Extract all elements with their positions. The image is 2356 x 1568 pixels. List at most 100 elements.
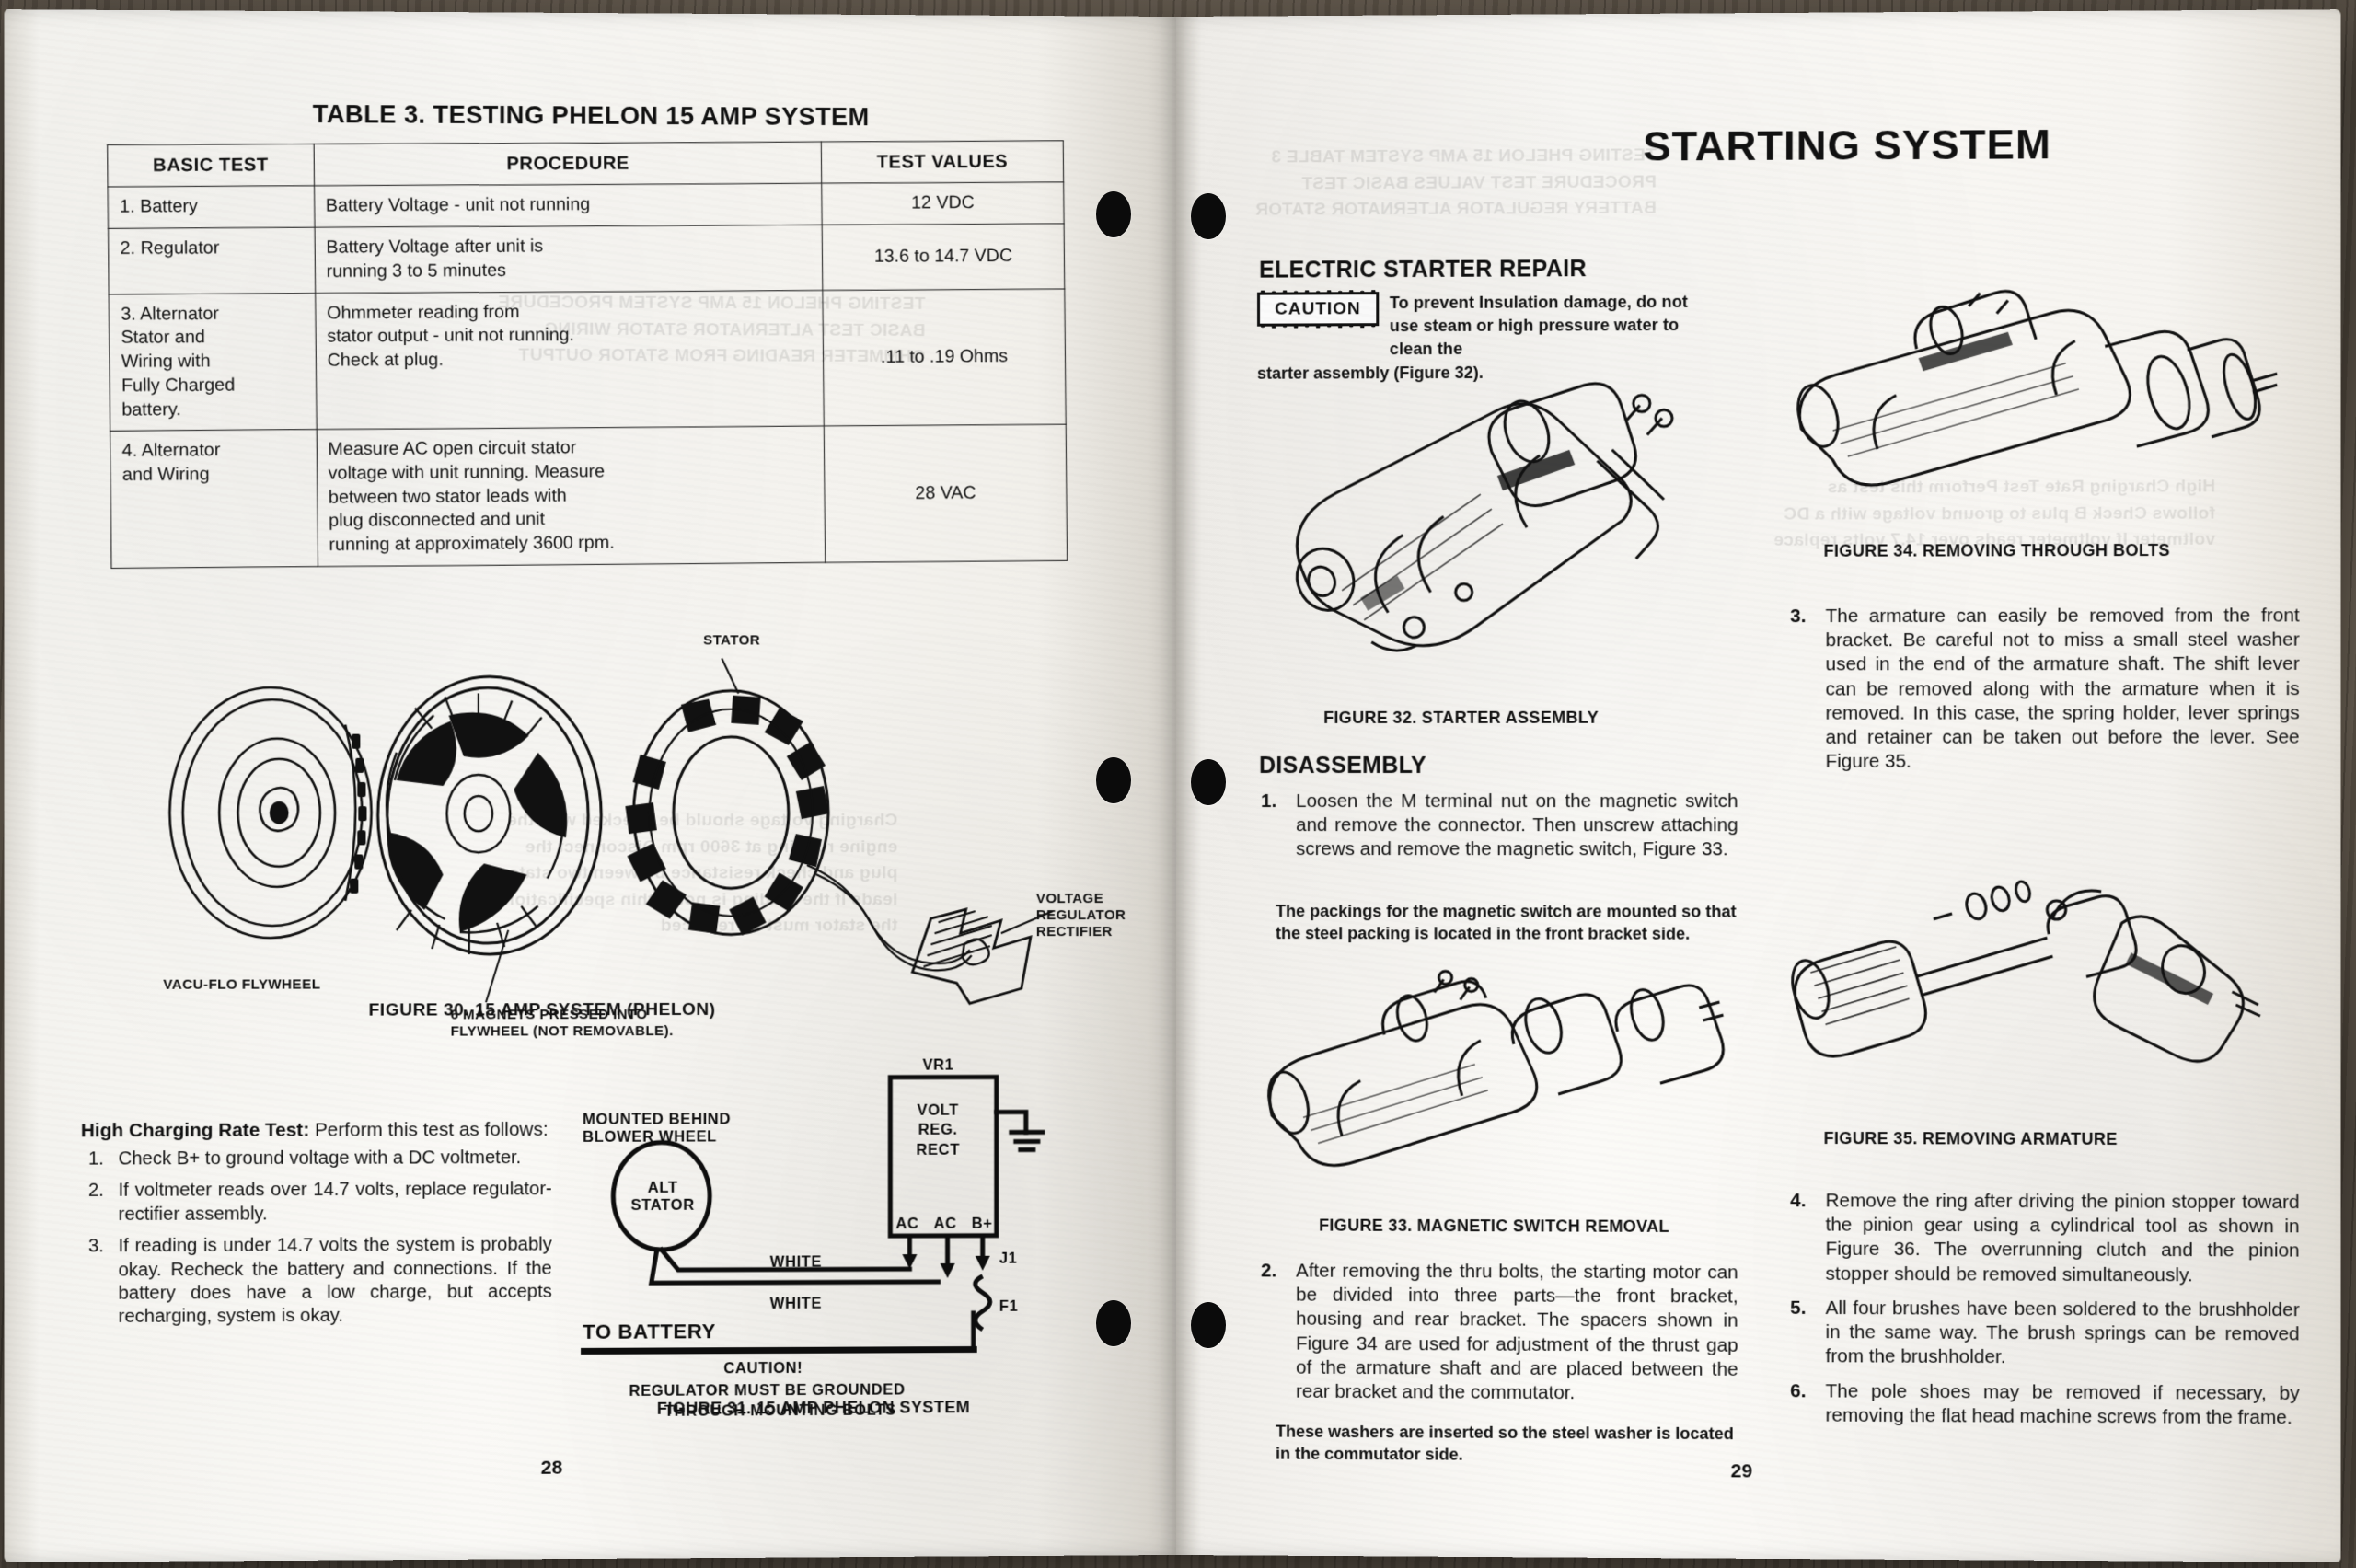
step-number: 6. [1790,1379,1807,1402]
list-item: 2.After removing the thru bolts, the sta… [1257,1259,1738,1406]
cell-test-value: 13.6 to 14.7 VDC [821,224,1065,291]
open-book: TESTING PHELON 15 AMP SYSTEM PROCEDURE B… [4,9,2341,1562]
page-number-right: 29 [1730,1460,1753,1482]
punch-hole [1191,193,1226,239]
label-stator: STATOR [703,632,761,649]
cell-basic-test: 2. Regulator [108,227,316,294]
step-number: 4. [1790,1190,1807,1212]
punch-hole [1191,1302,1226,1348]
label-white-2: WHITE [769,1295,823,1312]
table-row: 1. Battery Battery Voltage - unit not ru… [108,182,1065,229]
hcrt-heading-rest: Perform this test as follows: [309,1118,549,1141]
step-text: Check B+ to ground voltage with a DC vol… [118,1147,522,1170]
punch-hole [1191,759,1226,805]
figure-32-starter-assembly-art [1250,364,1731,707]
right-column-steps-4-6: 4. Remove the ring after driving the pini… [1786,1189,2300,1440]
step-text: Remove the ring after driving the pinion… [1825,1190,2300,1286]
disassembly-steps-col2a: 3. The armature can easily be removed fro… [1786,604,2300,774]
list-item: 5.All four brushes have been soldered to… [1786,1297,2300,1372]
step-text: Loosen the M terminal nut on the magneti… [1296,790,1738,860]
step-number: 3. [87,1236,104,1257]
figure-34-removing-through-bolts-art [1777,288,2281,530]
page-right-content: TESTING PHELON 15 AMP SYSTEM TABLE 3 PRO… [1176,9,2340,1562]
disassembly-note-1: The packings for the magnetic switch are… [1276,902,1737,943]
list-item: 1. Check B+ to ground voltage with a DC v… [81,1147,552,1171]
table-title: TABLE 3. TESTING PHELON 15 AMP SYSTEM [312,99,870,132]
figure-30-caption: FIGURE 30. 15 AMP SYSTEM (PHELON) [368,999,716,1020]
disassembly-steps-col2b: 4. Remove the ring after driving the pini… [1786,1189,2300,1430]
label-mounted-behind-blower-wheel: MOUNTED BEHIND BLOWER WHEEL [583,1111,732,1147]
list-item: 3. The armature can easily be removed fro… [1786,604,2300,774]
cell-test-value: 28 VAC [824,424,1068,563]
step-number: 5. [1790,1297,1807,1319]
label-volt-reg-rect: VOLT REG. RECT [916,1101,960,1159]
hcrt-steps: 1. Check B+ to ground voltage with a DC v… [81,1147,552,1330]
hcrt-heading-bold: High Charging Rate Test: [80,1119,310,1142]
testing-table: BASIC TEST PROCEDURE TEST VALUES 1. Batt… [107,140,1068,569]
wiring-diagram [564,1056,1082,1427]
cell-basic-test: 3. Alternator Stator and Wiring with Ful… [109,293,317,432]
step-text: The armature can easily be removed from … [1825,605,2300,773]
cell-test-value: .11 to .19 Ohms [822,288,1067,427]
step-text: If reading is under 14.7 volts the syste… [118,1234,552,1328]
label-j1: J1 [999,1250,1018,1267]
list-item: 1. Loosen the M terminal nut on the magne… [1257,790,1738,862]
figure-33-magnetic-switch-removal-art [1250,964,1731,1215]
section-heading-disassembly: DISASSEMBLY [1259,752,1427,778]
figure-32-caption: FIGURE 32. STARTER ASSEMBLY [1323,708,1599,727]
list-item: 6. The pole shoes may be removed if neces… [1786,1379,2300,1431]
page-number-left: 28 [540,1457,563,1479]
disassembly-steps-col1b: 2.After removing the thru bolts, the sta… [1257,1259,1738,1406]
caution-text: To prevent Insulation damage, do not use… [1389,292,1689,358]
figure-35-removing-armature-art [1777,872,2281,1124]
alternator-exploded-diagram [117,604,1064,1021]
section-heading-electric-starter-repair: ELECTRIC STARTER REPAIR [1259,256,1587,283]
step-number: 1. [87,1148,104,1170]
label-to-battery: TO BATTERY [583,1320,716,1343]
step-text: After removing the thru bolts, the start… [1296,1260,1738,1404]
punch-hole [1096,191,1131,237]
list-item: 3. If reading is under 14.7 volts the sys… [81,1234,552,1330]
page-left-content: TESTING PHELON 15 AMP SYSTEM PROCEDURE B… [4,9,1176,1562]
step-text: The pole shoes may be removed if necessa… [1825,1379,2300,1429]
step-number: 1. [1261,790,1277,813]
step-text: If voltmeter reads over 14.7 volts, repl… [118,1179,552,1225]
right-column-step-3: 3. The armature can easily be removed fro… [1786,604,2300,784]
cell-basic-test: 4. Alternator and Wiring [110,429,318,569]
cell-basic-test: 1. Battery [108,186,315,229]
label-vr1: VR1 [922,1056,954,1074]
figure-30-artwork: VACU-FLO FLYWHEEL STATOR 6 MAGNETS PRESS… [117,604,1126,1039]
label-ac-1: AC [895,1215,919,1233]
label-caution: CAUTION! [723,1359,803,1378]
disassembly-step-2-wrap: 2.After removing the thru bolts, the sta… [1257,1259,1738,1416]
label-vacu-flo-flywheel: VACU-FLO FLYWHEEL [163,976,321,993]
step-number: 3. [1790,605,1807,628]
cell-procedure: Measure AC open circuit stator voltage w… [316,426,826,567]
figure-35-caption: FIGURE 35. REMOVING ARMATURE [1823,1128,2118,1148]
high-charging-rate-test: High Charging Rate Test: Perform this te… [81,1119,552,1338]
list-item: 4. Remove the ring after driving the pini… [1786,1189,2300,1288]
cell-procedure: Battery Voltage after unit is running 3 … [314,225,823,294]
page-right: TESTING PHELON 15 AMP SYSTEM TABLE 3 PRO… [1176,9,2341,1562]
label-f1: F1 [999,1297,1019,1315]
disassembly-step-1-wrap: 1. Loosen the M terminal nut on the magne… [1257,790,1738,872]
cell-procedure: Ohmmeter reading from stator output - un… [315,290,825,430]
figure-33-caption: FIGURE 33. MAGNETIC SWITCH REMOVAL [1319,1216,1669,1236]
label-voltage-regulator-rectifier: VOLTAGE REGULATOR RECTIFIER [1035,891,1126,940]
label-b-plus: B+ [971,1215,993,1232]
label-white-1: WHITE [769,1253,823,1271]
punch-hole [1096,1300,1131,1346]
disassembly-steps-col1a: 1. Loosen the M terminal nut on the magne… [1257,790,1738,862]
table-row: 2. Regulator Battery Voltage after unit … [108,224,1065,294]
table-row: 3. Alternator Stator and Wiring with Ful… [109,288,1067,432]
label-ac-2: AC [933,1215,957,1232]
figure-31-caption: FIGURE 31. 15 AMP PHELON SYSTEM [656,1398,971,1418]
cell-procedure: Battery Voltage - unit not running [314,183,822,228]
page-title: STARTING SYSTEM [1643,120,2052,170]
cell-test-value: 12 VDC [821,182,1065,225]
figure-31-schematic: MOUNTED BEHIND BLOWER WHEEL ALT STATOR V… [564,1056,1082,1427]
table-row: 4. Alternator and Wiring Measure AC open… [110,424,1068,569]
caution-badge: CAUTION [1257,292,1379,327]
figure-34-caption: FIGURE 34. REMOVING THROUGH BOLTS [1823,540,2170,560]
col-header-basic-test: BASIC TEST [107,144,315,188]
